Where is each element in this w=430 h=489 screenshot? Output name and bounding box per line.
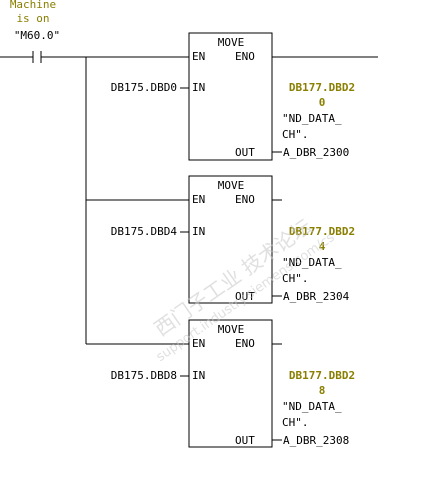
eno-pin-label: ENO	[235, 50, 255, 63]
move-block-frame	[188, 319, 273, 448]
out-pin-label: OUT	[235, 290, 255, 303]
move-block-title: MOVE	[218, 323, 245, 336]
out-address-2-line2: 4	[319, 240, 326, 253]
en-pin-label: EN	[192, 193, 205, 206]
move-block-1[interactable]: MOVE EN ENO IN OUT	[188, 32, 273, 161]
move-block-title: MOVE	[218, 179, 245, 192]
move-block-3[interactable]: MOVE EN ENO IN OUT	[188, 319, 273, 448]
out-address-1-line2: 0	[319, 96, 326, 109]
move-block-frame	[188, 32, 273, 161]
out-address-3-line2: 8	[319, 384, 326, 397]
en-pin-label: EN	[192, 50, 205, 63]
out-pin-label: OUT	[235, 146, 255, 159]
move-block-2[interactable]: MOVE EN ENO IN OUT	[188, 175, 273, 304]
in-pin-label: IN	[192, 81, 205, 94]
move-block-frame	[188, 175, 273, 304]
in-operand-3: DB175.DBD8	[111, 369, 177, 382]
in-operand-2: DB175.DBD4	[111, 225, 178, 238]
out-symbol-1-line2: CH".	[282, 128, 309, 141]
out-symbol-2-line2: CH".	[282, 272, 309, 285]
out-address-3-line1: DB177.DBD2	[289, 369, 355, 382]
contact-comment-line1: Machine	[10, 0, 56, 11]
out-address-1-line1: DB177.DBD2	[289, 81, 355, 94]
contact-comment-line2: is on	[16, 12, 49, 25]
out-pin-label: OUT	[235, 434, 255, 447]
in-pin-label: IN	[192, 369, 205, 382]
out-symbol-2-line1: "ND_DATA_	[282, 256, 342, 269]
eno-pin-label: ENO	[235, 337, 255, 350]
out-symbol-3-line2: CH".	[282, 416, 309, 429]
out-symbol-3-line1: "ND_DATA_	[282, 400, 342, 413]
in-pin-label: IN	[192, 225, 205, 238]
out-symbol-2-line3: A_DBR_2304	[283, 290, 350, 303]
out-address-2-line1: DB177.DBD2	[289, 225, 355, 238]
contact-address: "M60.0"	[14, 29, 60, 42]
out-symbol-1-line1: "ND_DATA_	[282, 112, 342, 125]
in-operand-1: DB175.DBD0	[111, 81, 177, 94]
no-contact-m60-0[interactable]	[32, 51, 42, 63]
move-block-title: MOVE	[218, 36, 245, 49]
out-symbol-3-line3: A_DBR_2308	[283, 434, 349, 447]
out-symbol-1-line3: A_DBR_2300	[283, 146, 349, 159]
eno-pin-label: ENO	[235, 193, 255, 206]
en-pin-label: EN	[192, 337, 205, 350]
